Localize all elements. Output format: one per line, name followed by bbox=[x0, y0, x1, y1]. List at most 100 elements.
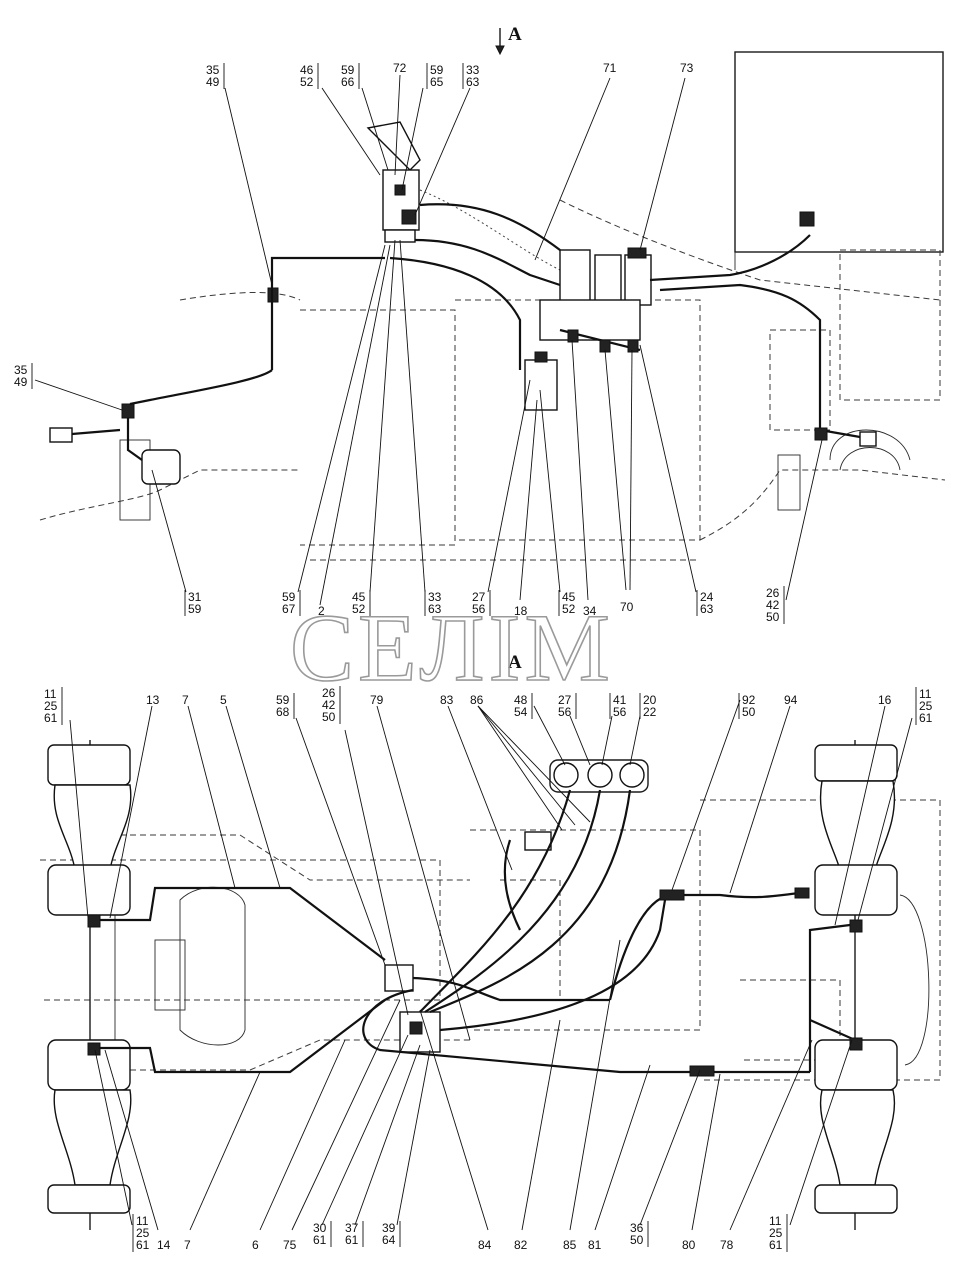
pipe-rear-lower bbox=[95, 999, 386, 1074]
callout-number: 45 bbox=[562, 590, 576, 604]
lead-bc-79 bbox=[376, 705, 471, 1041]
callout-number: 14 bbox=[157, 1238, 171, 1252]
front-axle-curve bbox=[899, 894, 930, 1066]
plan-fitting-rl-upper bbox=[87, 914, 101, 928]
plan-distribution-block bbox=[384, 964, 414, 992]
callout-number: 42 bbox=[322, 698, 336, 712]
callout-tc-73: 73 bbox=[680, 61, 694, 75]
callout-tc-70: 70 bbox=[620, 600, 634, 614]
rear-diff bbox=[154, 939, 186, 1011]
front-frame-plan bbox=[700, 799, 941, 1081]
callout-number: 63 bbox=[466, 75, 480, 89]
callout-number: 52 bbox=[352, 602, 366, 616]
rear-brake-chamber bbox=[141, 449, 181, 485]
callout-tc-71: 71 bbox=[603, 61, 617, 75]
lead-bc-6 bbox=[259, 1039, 346, 1231]
callout-number: 52 bbox=[300, 75, 314, 89]
callout-number: 18 bbox=[514, 604, 528, 618]
callout-number: 83 bbox=[440, 693, 454, 707]
lead-bc-81 bbox=[594, 1064, 651, 1231]
rear-tee-fitting bbox=[121, 403, 135, 419]
callout-number: 70 bbox=[620, 600, 634, 614]
frame-outline-left bbox=[300, 309, 456, 546]
plan-coupling-36 bbox=[689, 1065, 715, 1077]
callout-number: 35 bbox=[14, 363, 28, 377]
lead-bc-48-54 bbox=[533, 705, 566, 766]
callout-number: 11 bbox=[136, 1214, 149, 1228]
callout-number: 78 bbox=[720, 1238, 734, 1252]
callout-bc-85: 85 bbox=[563, 1238, 577, 1252]
callout-number: 82 bbox=[514, 1238, 528, 1252]
pipe-valve-reservoir-2 bbox=[419, 203, 561, 251]
lead-bc-36-50 bbox=[639, 1069, 701, 1226]
callout-number: 59 bbox=[276, 693, 290, 707]
pipe-valve-reservoir bbox=[414, 238, 561, 287]
callout-bc-81: 81 bbox=[588, 1238, 602, 1252]
callout-number: 54 bbox=[514, 705, 528, 719]
rear-connector bbox=[49, 427, 73, 443]
callout-number: 11 bbox=[44, 687, 57, 701]
callout-number: 30 bbox=[313, 1221, 327, 1235]
callout-number: 7 bbox=[184, 1238, 191, 1252]
front-brake-disc bbox=[777, 454, 801, 511]
callout-number: 42 bbox=[766, 598, 780, 612]
lead-bc-13 bbox=[109, 705, 153, 919]
callout-number: 39 bbox=[382, 1221, 396, 1235]
rear-left-tire-top bbox=[47, 744, 131, 786]
pipe-front-down bbox=[659, 283, 822, 430]
callout-number: 22 bbox=[643, 705, 657, 719]
lead-35-49-left bbox=[34, 379, 123, 411]
pipe-valve-res-2 bbox=[424, 789, 602, 1013]
view-a-marker: A bbox=[508, 24, 522, 45]
lead-bc-84 bbox=[419, 1009, 489, 1231]
lead-bc-39-64 bbox=[396, 1049, 431, 1226]
lead-45-52-b bbox=[539, 389, 561, 593]
pipe-long-lower bbox=[362, 988, 810, 1074]
callout-number: 5 bbox=[220, 693, 227, 707]
hood-line bbox=[559, 199, 941, 301]
callout-bc-83: 83 bbox=[440, 693, 454, 707]
pipe-front-lower bbox=[809, 1018, 856, 1042]
plan-reservoir-2 bbox=[587, 762, 613, 788]
callout-tc-18: 18 bbox=[514, 604, 528, 618]
callout-number: 50 bbox=[322, 710, 336, 724]
callout-number: 59 bbox=[430, 63, 444, 77]
lead-bc-41-56 bbox=[601, 715, 613, 766]
callout-number: 79 bbox=[370, 693, 384, 707]
callout-number: 25 bbox=[919, 699, 933, 713]
lead-35-49-top bbox=[224, 87, 273, 286]
callout-number: 11 bbox=[769, 1214, 782, 1228]
callout-tc-72: 72 bbox=[393, 61, 407, 75]
lead-bc-7-top bbox=[187, 705, 236, 889]
callout-number: 34 bbox=[583, 604, 597, 618]
pipe-to-booster bbox=[389, 256, 522, 370]
callout-number: 84 bbox=[478, 1238, 492, 1252]
callout-number: 61 bbox=[769, 1238, 783, 1252]
valve-port-2 bbox=[401, 209, 417, 225]
lead-bc-37-61 bbox=[354, 1044, 421, 1226]
plan-booster bbox=[524, 831, 552, 851]
callout-number: 7 bbox=[182, 693, 189, 707]
callout-number: 41 bbox=[613, 693, 627, 707]
callout-number: 86 bbox=[470, 693, 484, 707]
callout-tc-34: 34 bbox=[583, 604, 597, 618]
callout-number: 92 bbox=[742, 693, 756, 707]
front-wheel-arch bbox=[829, 429, 911, 461]
callout-number: 63 bbox=[700, 602, 714, 616]
lead-bc-30-61 bbox=[321, 1034, 409, 1226]
callout-number: 13 bbox=[146, 693, 160, 707]
callout-number: 2 bbox=[318, 604, 325, 618]
lead-bc-11-br bbox=[789, 1039, 853, 1226]
rear-left-wheel bbox=[47, 744, 132, 916]
lead-bc-20-22 bbox=[629, 715, 641, 766]
cab-outline bbox=[734, 51, 944, 253]
callout-number: 27 bbox=[558, 693, 572, 707]
